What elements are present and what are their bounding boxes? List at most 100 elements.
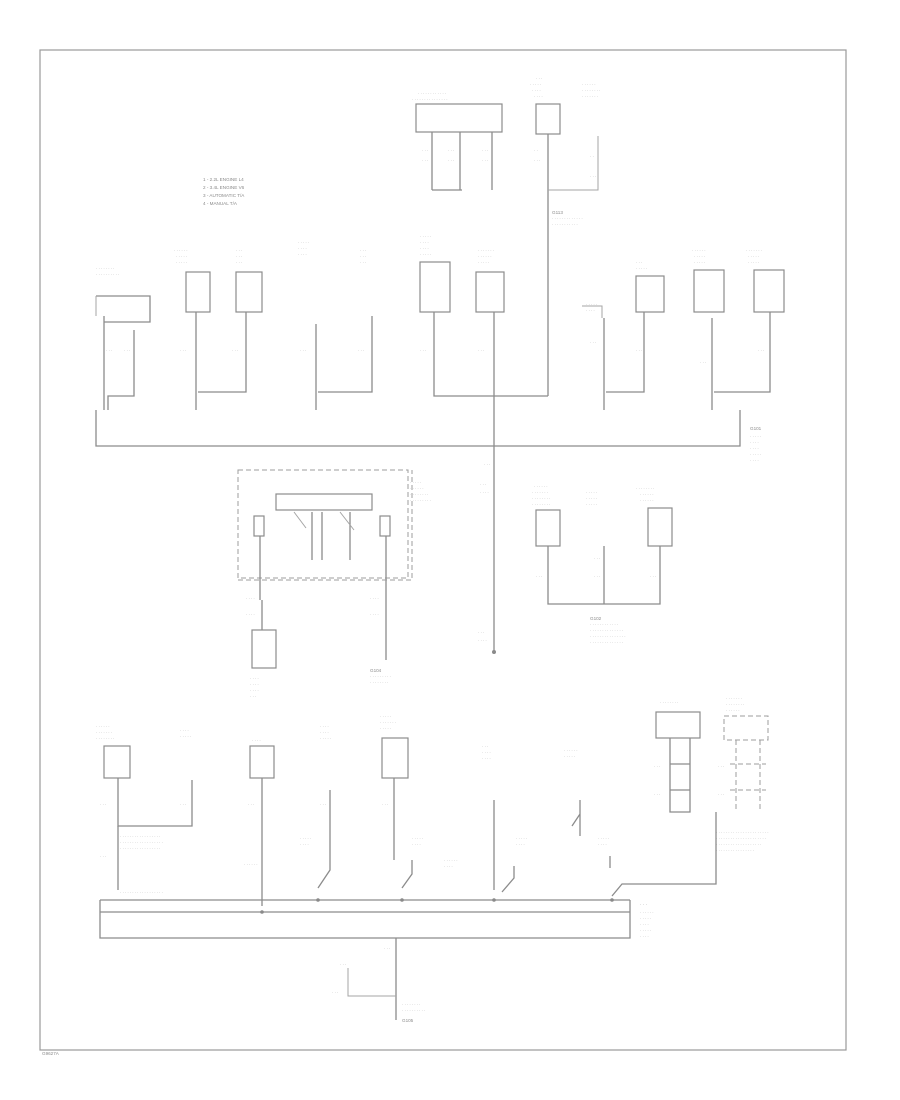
svg-text:· · ·: · · · xyxy=(650,574,656,579)
svg-text:· · · · · · · · · · · · · ·: · · · · · · · · · · · · · · xyxy=(590,628,623,633)
svg-text:· · ·: · · · xyxy=(180,802,186,807)
svg-text:· · · ·: · · · · xyxy=(370,612,379,617)
lower-component-2 xyxy=(249,745,275,779)
svg-text:· · · · ·: · · · · · xyxy=(420,252,431,257)
lower-left-component xyxy=(251,629,277,669)
svg-text:· · · · · · · ·: · · · · · · · · xyxy=(532,496,550,501)
svg-text:· · ·: · · · xyxy=(594,574,600,579)
svg-text:· · · · ·: · · · · · xyxy=(586,302,597,307)
svg-text:· · · · ·: · · · · · xyxy=(380,714,391,719)
svg-text:· · · · · · ·: · · · · · · · xyxy=(478,248,494,253)
svg-text:· · · · · · · · · ·: · · · · · · · · · · xyxy=(402,1008,425,1013)
svg-text:· · · ·: · · · · xyxy=(750,458,759,463)
svg-text:· · · · · · · · · · · · · · ·: · · · · · · · · · · · · · · · · · xyxy=(120,846,160,851)
svg-text:· · ·: · · · xyxy=(590,174,596,179)
component-5 xyxy=(635,275,665,313)
svg-text:· · · ·: · · · · xyxy=(478,638,487,643)
svg-text:· · ·: · · · xyxy=(482,744,488,749)
svg-text:· · · · ·: · · · · · xyxy=(586,490,597,495)
svg-text:· · · ·: · · · · xyxy=(252,738,261,743)
component-3 xyxy=(419,261,451,313)
svg-text:· ·: · · xyxy=(590,154,594,159)
svg-text:· · · · ·: · · · · · xyxy=(750,434,761,439)
svg-text:· · · ·: · · · · xyxy=(320,730,329,735)
svg-text:· · ·: · · · xyxy=(478,348,484,353)
svg-text:· · · · · · ·: · · · · · · · xyxy=(380,720,396,725)
svg-text:· · ·: · · · xyxy=(536,574,542,579)
svg-text:· · · · · · · ·: · · · · · · · · xyxy=(96,736,114,741)
lower-right-component-2 xyxy=(723,715,769,741)
svg-text:· · · · · ·: · · · · · · xyxy=(640,910,654,915)
ground-g101-label: G101 xyxy=(750,426,762,431)
svg-text:· · ·: · · · xyxy=(250,694,256,699)
svg-text:· · · · · · · ·: · · · · · · · · xyxy=(402,1002,420,1007)
svg-text:· · · · · · · · · · · · · · ·: · · · · · · · · · · · · · · · · xyxy=(716,848,754,853)
svg-text:· · · · · · · · ·: · · · · · · · · · xyxy=(370,674,391,679)
svg-text:· · · ·: · · · · xyxy=(640,922,649,927)
svg-text:· · ·: · · · xyxy=(360,254,366,259)
svg-text:· · · · · · · ·: · · · · · · · · xyxy=(370,680,388,685)
svg-text:· · · · ·: · · · · · xyxy=(530,82,541,87)
svg-text:· · · ·: · · · · xyxy=(420,240,429,245)
svg-text:· · · ·: · · · · xyxy=(516,842,525,847)
svg-text:· · ·: · · · xyxy=(360,248,366,253)
legend-line-3: 3 - AUTOMATIC T/A xyxy=(203,193,245,198)
svg-text:· · · · ·: · · · · · xyxy=(640,916,651,921)
svg-text:· · · ·: · · · · xyxy=(412,842,421,847)
svg-text:· · · · ·: · · · · · xyxy=(380,726,391,731)
svg-text:· · ·: · · · xyxy=(320,802,326,807)
svg-text:· · · ·: · · · · xyxy=(480,490,489,495)
lower-section: · · · · · · · · · · · · · · · · · · · · … xyxy=(96,696,769,1023)
svg-text:· · · · · · · · · · · · · · ·: · · · · · · · · · · · · · · · · · · xyxy=(120,890,163,895)
svg-text:· · · · · · · · ·: · · · · · · · · · xyxy=(410,498,431,503)
svg-text:· · · · · · · · · · · · · · ·: · · · · · · · · · · · · · · · · · · · · … xyxy=(716,836,766,841)
control-module-outline xyxy=(237,469,409,579)
svg-text:· · · · · ·: · · · · · · xyxy=(640,492,654,497)
svg-text:· · · · ·: · · · · · xyxy=(176,254,187,259)
svg-text:· · · · · · · · · · ·: · · · · · · · · · · · xyxy=(552,222,578,227)
svg-text:· · · · ·: · · · · · xyxy=(320,736,331,741)
upper-component-row: · · · · · · · · · · · · · · · · · · · · … xyxy=(95,234,785,463)
svg-text:· · · · · · · · · · · ·: · · · · · · · · · · · · xyxy=(590,622,618,627)
ground-g102-label: G102 xyxy=(590,616,602,621)
svg-text:· · · · ·: · · · · · xyxy=(640,928,651,933)
legend-line-1: 1 - 2.2L ENGINE L4 xyxy=(203,177,244,182)
svg-text:· · · ·: · · · · xyxy=(300,842,309,847)
svg-text:· · ·: · · · xyxy=(180,348,186,353)
mid-right-component-1 xyxy=(535,509,561,547)
svg-text:· · · · · ·: · · · · · · xyxy=(96,724,110,729)
svg-text:· · ·: · · · xyxy=(358,348,364,353)
svg-text:· · · · ·: · · · · · xyxy=(410,480,421,485)
svg-text:· · · ·: · · · · xyxy=(750,446,759,451)
top-component-cluster: · · · · · · · · · · · · · · · · · · · · … xyxy=(412,76,600,396)
svg-text:· · ·: · · · xyxy=(594,556,600,561)
legend-line-4: 4 - MANUAL T/A xyxy=(203,201,238,206)
svg-text:· · · · · ·: · · · · · · xyxy=(410,486,424,491)
svg-text:· · ·: · · · xyxy=(478,630,484,635)
top-center-component xyxy=(535,103,561,135)
svg-text:· · · · ·: · · · · · xyxy=(420,234,431,239)
svg-text:· · · · · ·: · · · · · · xyxy=(478,254,492,259)
svg-text:· · · · · ·: · · · · · · xyxy=(564,748,578,753)
top-left-component-label-2: · · · · · · · · · · · · · · · xyxy=(412,97,448,102)
svg-text:· · · · · · · · · · · · · · ·: · · · · · · · · · · · · · · · xyxy=(590,634,626,639)
component-4 xyxy=(475,271,505,313)
control-module-inner xyxy=(275,493,373,511)
svg-text:· · · · · · · · · · · · ·: · · · · · · · · · · · · · xyxy=(552,216,583,221)
ground-g113-label: G113 xyxy=(552,210,563,215)
lower-ground-bus xyxy=(99,899,631,939)
svg-text:· · · · ·: · · · · · xyxy=(750,452,761,457)
svg-text:· · · · ·: · · · · · xyxy=(412,836,423,841)
svg-text:· · ·: · · · xyxy=(100,802,106,807)
svg-text:· · · ·: · · · · xyxy=(320,724,329,729)
svg-text:· · · · ·: · · · · · xyxy=(298,240,309,245)
svg-text:· · · · · · · ·: · · · · · · · · xyxy=(636,486,654,491)
svg-text:· · · · · · · · · · · · · ·: · · · · · · · · · · · · · · xyxy=(590,640,623,645)
svg-text:· · · · ·: · · · · · xyxy=(598,836,609,841)
svg-text:· · · · · ·: · · · · · · xyxy=(726,708,740,713)
svg-text:· · · · ·: · · · · · xyxy=(748,254,759,259)
mid-right-component-2 xyxy=(647,507,673,547)
svg-text:· · ·: · · · xyxy=(100,854,106,859)
svg-text:· · ·: · · · xyxy=(232,348,238,353)
